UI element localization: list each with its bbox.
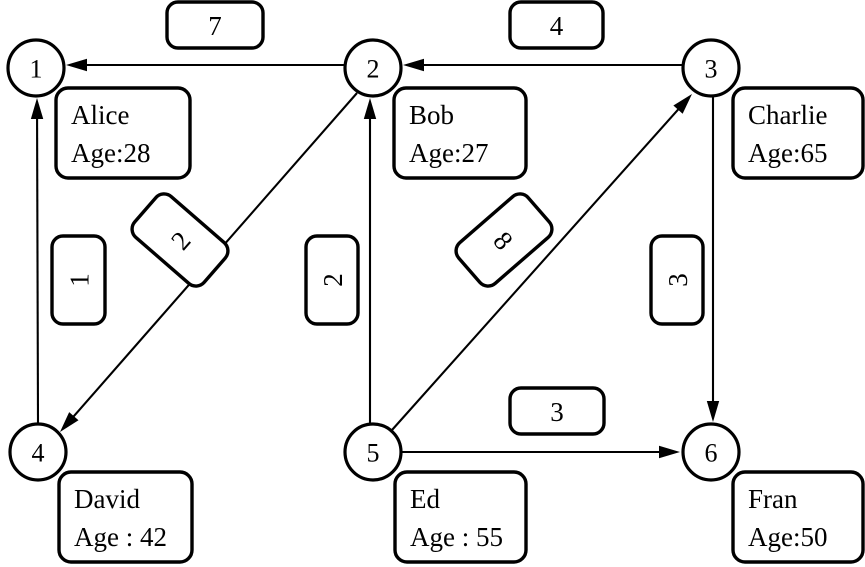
weight-value: 3	[550, 397, 564, 427]
weight-box	[508, 0, 605, 50]
node-id-label: 3	[705, 55, 718, 84]
edge-3-to-6[interactable]	[706, 97, 720, 422]
edge-weight-label-5-3: 8	[454, 192, 554, 288]
node-id-label: 5	[367, 439, 380, 468]
edge-line	[36, 114, 40, 425]
node-person-age: Age:50	[748, 522, 827, 552]
attribute-box	[57, 470, 194, 564]
edge-5-to-2[interactable]	[363, 98, 377, 424]
node-2[interactable]: 2	[343, 38, 403, 98]
weight-value: 1	[65, 273, 95, 287]
edge-weight-label-2-1: 7	[165, 0, 265, 50]
weight-box	[304, 234, 360, 326]
edge-weight-label-5-6: 3	[508, 386, 606, 436]
arrow-head-icon	[706, 401, 720, 422]
node-circle[interactable]	[343, 422, 403, 482]
node-circle[interactable]	[8, 422, 68, 482]
node-1[interactable]: 1	[6, 38, 66, 98]
edge-weight-label-4-1: 1	[50, 234, 107, 326]
node-attribute-boxes-layer: AliceAge:28BobAge:27CharlieAge:65DavidAg…	[54, 86, 865, 564]
weight-value: 4	[550, 11, 564, 41]
node-person-name: Alice	[71, 100, 129, 130]
node-circle[interactable]	[681, 38, 741, 98]
node-id-label: 2	[367, 55, 380, 84]
weight-box	[649, 234, 705, 326]
node-id-label: 4	[32, 439, 45, 468]
nodes-layer: 1 2 3 4 5 6	[6, 38, 741, 482]
arrow-head-icon	[403, 58, 424, 72]
node-person-age: Age:28	[71, 138, 150, 168]
weight-value: 7	[208, 11, 222, 41]
attribute-box	[54, 86, 192, 180]
edge-3-to-2[interactable]	[403, 58, 683, 72]
weight-box	[454, 192, 554, 288]
node-circle[interactable]	[343, 38, 403, 98]
edge-weight-label-3-6: 3	[649, 234, 705, 326]
weight-box	[130, 192, 230, 288]
arrow-head-icon	[30, 98, 44, 120]
arrow-head-icon	[363, 98, 377, 119]
node-4[interactable]: 4	[8, 422, 68, 482]
node-person-name: Ed	[410, 484, 440, 514]
attribute-box	[393, 470, 528, 564]
weight-value: 2	[318, 273, 348, 287]
node-person-age: Age : 55	[410, 522, 503, 552]
edge-2-to-1[interactable]	[66, 58, 345, 72]
edge-4-to-1[interactable]	[30, 98, 44, 425]
node-circle[interactable]	[6, 38, 66, 98]
node-id-label: 1	[30, 55, 43, 84]
edge-weight-label-5-2: 2	[304, 234, 360, 326]
edge-weight-labels-layer: 7 4 1 2 2 8 3 3	[50, 0, 705, 436]
node-5[interactable]: 5	[343, 422, 403, 482]
attribute-box	[731, 470, 865, 564]
weight-box	[508, 386, 606, 436]
weight-box	[50, 234, 107, 326]
edge-5-to-3[interactable]	[391, 94, 692, 431]
attribute-box	[392, 86, 528, 180]
edge-weight-label-3-2: 4	[508, 0, 605, 50]
node-person-name: David	[74, 484, 140, 514]
weight-box	[165, 0, 265, 50]
node-3[interactable]: 3	[681, 38, 741, 98]
arrow-head-icon	[673, 94, 692, 114]
node-person-name: Charlie	[748, 100, 827, 130]
node-6[interactable]: 6	[681, 422, 741, 482]
arrow-head-icon	[659, 445, 680, 459]
node-person-age: Age:65	[748, 138, 827, 168]
edge-weight-label-2-4: 2	[130, 192, 230, 288]
arrow-head-icon	[60, 412, 79, 432]
node-circle[interactable]	[681, 422, 741, 482]
edges-layer	[30, 58, 720, 459]
attribute-box	[731, 86, 865, 180]
edge-line	[391, 105, 682, 431]
node-person-age: Age:27	[409, 138, 488, 168]
edge-5-to-6[interactable]	[402, 445, 680, 459]
arrow-head-icon	[66, 58, 87, 72]
node-person-age: Age : 42	[74, 522, 167, 552]
node-person-name: Bob	[409, 100, 454, 130]
node-person-name: Fran	[748, 484, 798, 514]
weight-value: 3	[663, 273, 693, 287]
node-id-label: 6	[705, 439, 718, 468]
